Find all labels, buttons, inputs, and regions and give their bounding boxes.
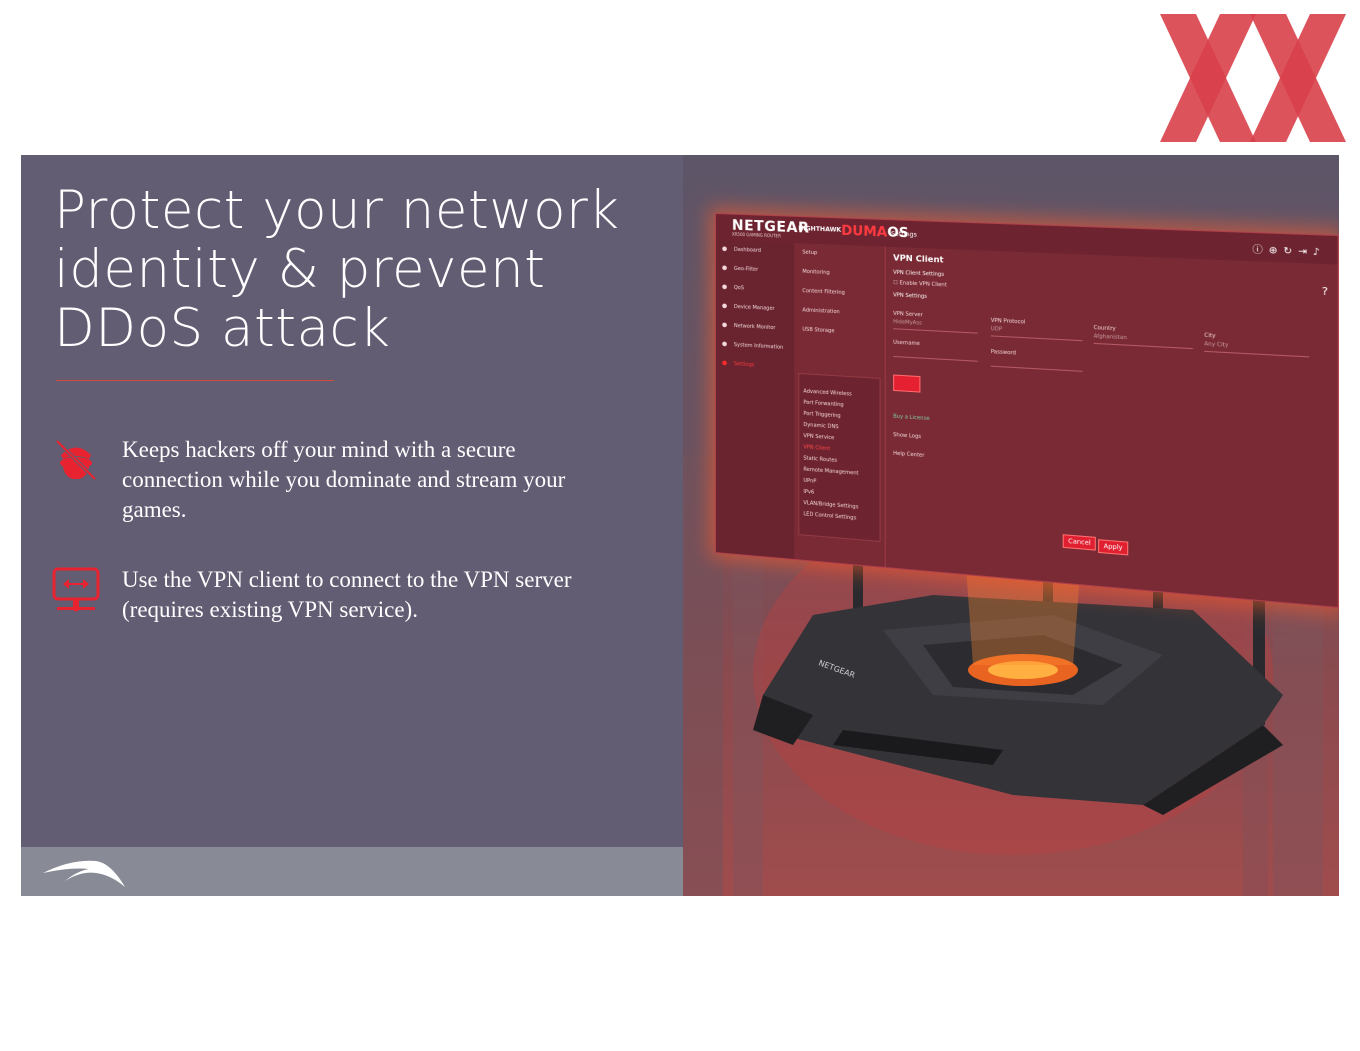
ui-sidebar: Dashboard Geo-Filter QoS Device Manager … [715,240,795,559]
ui-main-content: VPN Client VPN Client Settings ☐ Enable … [889,251,1335,605]
password-label: Password [990,348,1017,357]
city-label: City [1204,332,1216,340]
protocol-select[interactable]: UDP [990,325,1003,333]
router-ui-screen: NETGEAR XR500 GAMING ROUTER NIGHTHAWK DU… [715,213,1339,609]
password-input[interactable] [990,365,1083,372]
buy-license-link[interactable]: Buy a License [893,413,930,423]
vpn-settings-heading: VPN Settings [893,292,928,301]
server-label: VPN Server [893,310,923,319]
hardwareluxx-logo [1160,14,1346,142]
apply-button[interactable]: Apply [1098,539,1129,556]
bullet-text: Keeps hackers off your mind with a secur… [122,437,566,522]
server-select[interactable]: HideMyAss [893,318,922,327]
vpn-monitor-icon [52,567,100,612]
product-visual: NETGEAR NETGEAR XR500 GAMING ROUTER NIGH… [683,155,1339,896]
text-panel: Protect your network identity & prevent … [21,155,683,896]
country-select[interactable]: Afghanistan [1093,333,1127,342]
connect-button[interactable] [893,374,921,393]
ui-settings-menu: Setup Monitoring Content Filtering Admin… [794,243,886,568]
advanced-submenu: Advanced Wireless Port Forwarding Port T… [798,372,881,542]
show-logs-link[interactable]: Show Logs [893,432,922,441]
country-label: Country [1093,324,1116,333]
client-settings-heading: VPN Client Settings [893,269,945,279]
cancel-button[interactable]: Cancel [1062,534,1097,551]
ui-header-icons: ⓘ⊕↻⇥♪ [1252,244,1326,259]
sidebar-item-settings[interactable]: Settings [716,360,794,384]
page-title: VPN Client [893,253,944,265]
help-center-link[interactable]: Help Center [893,450,925,459]
enable-vpn-checkbox[interactable]: ☐ Enable VPN Client [893,279,947,289]
divider [56,380,334,381]
username-label: Username [893,339,920,348]
bullet-text: Use the VPN client to connect to the VPN… [122,567,572,622]
city-select[interactable]: Any City [1204,341,1229,349]
hacker-blocked-icon [55,439,97,481]
footer-bar [21,847,683,896]
menu-usb-storage[interactable]: USB Storage [802,326,835,335]
slide: Protect your network identity & prevent … [21,155,1339,896]
username-input[interactable] [893,355,978,362]
headline: Protect your network identity & prevent … [54,180,620,359]
ui-settings-label: Settings [891,230,917,239]
nighthawk-logo-icon [43,860,125,887]
ui-brand-sub: XR500 GAMING ROUTER [731,231,781,239]
help-icon[interactable]: ? [1321,285,1329,299]
protocol-label: VPN Protocol [990,317,1026,326]
